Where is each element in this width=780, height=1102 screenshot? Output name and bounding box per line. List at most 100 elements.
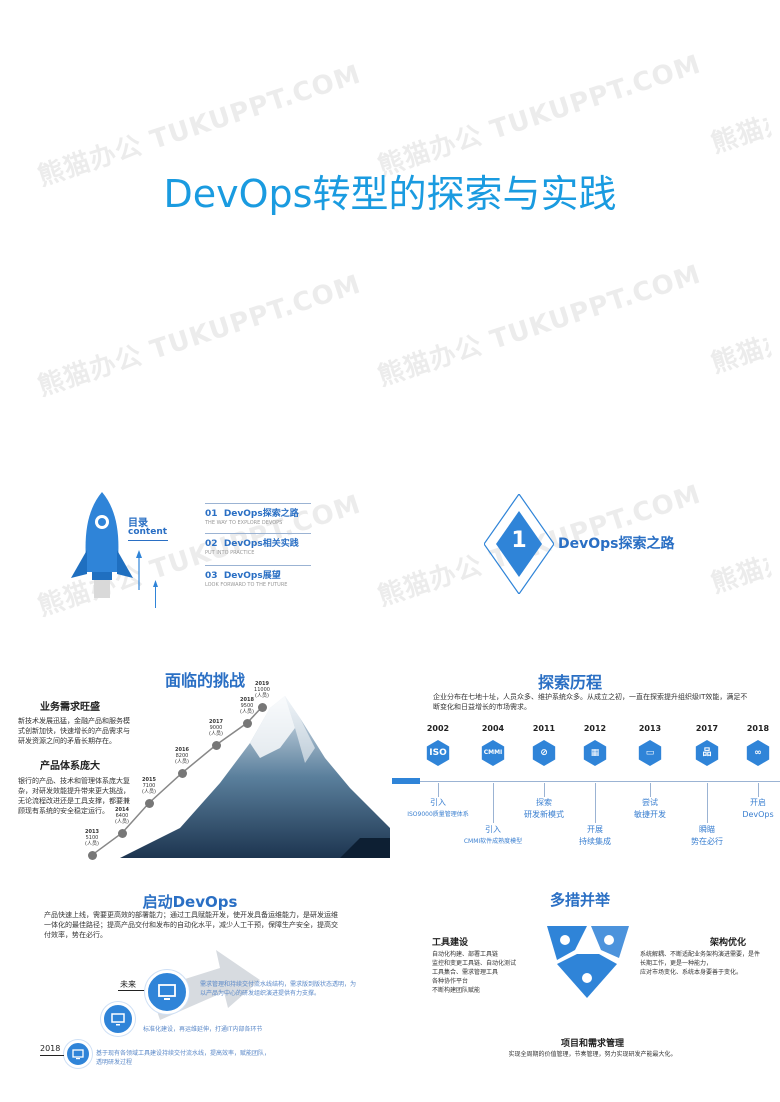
timeline-label-verb: 尝试 xyxy=(642,798,658,807)
timeline-label: 探索研发新模式 xyxy=(504,797,584,821)
toc-subtitle: content xyxy=(128,527,168,537)
milestone-l2: (人员) xyxy=(115,819,129,825)
year-line xyxy=(40,1055,64,1056)
timeline-icon: ISO xyxy=(426,740,450,766)
milestone-year: 2015 xyxy=(142,777,156,783)
toc-item-sub: LOOK FORWARD TO THE FUTURE xyxy=(205,582,288,588)
milestone-year: 2013 xyxy=(85,829,99,835)
toc-title: 目录 xyxy=(128,518,148,529)
milestone-l2: (人员) xyxy=(255,693,269,699)
toc-divider xyxy=(128,540,168,541)
rocket-icon xyxy=(65,490,140,610)
history-title: 探索历程 xyxy=(537,673,602,692)
timeline-year: 2012 xyxy=(583,724,607,733)
timeline-icon: CMMI xyxy=(481,740,505,766)
launch-title: 启动DevOps xyxy=(142,893,238,911)
timeline-label-verb: 开展 xyxy=(587,825,603,834)
milestone-dot xyxy=(243,719,252,728)
milestone-l2: (人员) xyxy=(175,759,189,765)
block2-text: 银行的产品、技术和管理体系庞大复杂，对研发效能提升带来更大挑战，无论流程改进还是… xyxy=(18,777,130,815)
monitor-icon xyxy=(101,1002,135,1036)
toc-item-02[interactable]: 02 DevOps相关实践 PUT INTO PRACTICE xyxy=(205,533,311,556)
timeline-connector xyxy=(493,783,494,823)
toc-item-03[interactable]: 03 DevOps展望 LOOK FORWARD TO THE FUTURE xyxy=(205,565,311,588)
timeline-label-object: 势在必行 xyxy=(691,837,723,846)
timeline-icon: ▭ xyxy=(638,740,662,766)
cycle-diagram xyxy=(543,920,633,1004)
block1-text: 新技术发展迅猛，金融产品和服务模式创新加快，快速增长的产品需求与研发资源之间的矛… xyxy=(18,717,130,745)
timeline-label-verb: 探索 xyxy=(536,798,552,807)
watermark: 熊猫办公 TUKUPPT.COM xyxy=(706,107,775,161)
milestone-dot xyxy=(88,851,97,860)
timeline-label-object: DevOps xyxy=(742,810,774,819)
toc-item-01[interactable]: 01 DevOps探索之路 THE WAY TO EXPLORE DEVOPS xyxy=(205,503,311,526)
step2-text: 标准化建设，再运维延伸，打通IT内部各环节 xyxy=(143,1026,263,1033)
milestone-l2: (人员) xyxy=(209,731,223,737)
section-label: DevOps探索之路 xyxy=(558,536,675,552)
milestone-l1: 6400 xyxy=(115,813,129,819)
block1-title: 业务需求旺盛 xyxy=(40,702,100,713)
toc-item-sub: PUT INTO PRACTICE xyxy=(205,550,255,556)
milestone-dot xyxy=(258,703,267,712)
milestone-year: 2019 xyxy=(255,681,269,687)
timeline-connector xyxy=(438,783,439,797)
milestone-year: 2018 xyxy=(240,697,254,703)
toc-item-sub: THE WAY TO EXPLORE DEVOPS xyxy=(205,520,283,526)
proj-text: 实现全周期的价值管理，节奏管理，努力实现研发产能最大化。 xyxy=(508,1051,677,1058)
proj-title: 项目和需求管理 xyxy=(560,1039,624,1049)
timeline-label: 尝试敏捷开发 xyxy=(610,797,690,821)
step1-text: 基于现有各领域工具建设持续交付流水线，提高效率，赋能团队，透明研发过程 xyxy=(96,1050,271,1066)
watermark: 熊猫办公 TUKUPPT.COM xyxy=(374,259,705,393)
milestone-year: 2016 xyxy=(175,747,189,753)
future-label: 未来 xyxy=(120,980,136,989)
milestone-dot xyxy=(212,741,221,750)
timeline-connector xyxy=(758,783,759,797)
timeline-connector xyxy=(707,783,708,823)
timeline-arrow-icon xyxy=(392,778,420,784)
page-title: DevOps转型的探索与实践 xyxy=(163,172,617,216)
timeline-label-verb: 引入 xyxy=(430,798,446,807)
timeline-icon: ▦ xyxy=(583,740,607,766)
milestone-l1: 9500 xyxy=(240,703,254,709)
milestone-l1: 11000 xyxy=(254,687,270,693)
timeline-label-object: 研发新模式 xyxy=(524,810,564,819)
small-arrow-icon xyxy=(136,550,142,594)
milestone-l1: 8200 xyxy=(175,753,189,759)
year-label: 2018 xyxy=(40,1044,61,1053)
tool-text: 自动化构建、部署工具链 监控和变更工具链、自动化测试 工具集合、需求管理工具 各… xyxy=(432,951,517,994)
timeline-label-object: 持续集成 xyxy=(579,837,611,846)
timeline-connector xyxy=(595,783,596,823)
history-intro: 企业分布在七地十址，人员众多、维护系统众多。从成立之初，一直在探索提升组织级IT… xyxy=(433,693,748,711)
section-diamond xyxy=(483,492,555,598)
timeline-label-verb: 瞬瞄 xyxy=(699,825,715,834)
toc-item-label: DevOps相关实践 xyxy=(223,539,299,549)
timeline-icon: 品 xyxy=(695,740,719,766)
milestone-l2: (人员) xyxy=(85,841,99,847)
milestone-l1: 7100 xyxy=(142,783,156,789)
timeline-year: 2017 xyxy=(695,724,719,733)
watermark: 熊猫办公 TUKUPPT.COM xyxy=(706,327,775,381)
toc-item-number: 03 xyxy=(205,571,218,581)
small-arrow-icon xyxy=(153,580,158,612)
milestone-dot xyxy=(118,829,127,838)
timeline-year: 2002 xyxy=(426,724,450,733)
launch-intro: 产品快速上线，需要更高效的部署能力；通过工具赋能开发，使开发具备运维能力，是研发… xyxy=(44,911,338,939)
timeline-icon: ∞ xyxy=(746,740,770,766)
toc-item-number: 02 xyxy=(205,539,218,549)
milestone-l2: (人员) xyxy=(240,709,254,715)
step3-text: 需求管理和持续交付流水线结构，需求版到版状态透明，为以产品为中心的研发组织演进提… xyxy=(200,981,357,997)
timeline-label: 瞬瞄势在必行 xyxy=(667,824,747,848)
timeline-axis xyxy=(392,781,780,782)
toc-item-label: DevOps展望 xyxy=(223,571,281,581)
timeline-label: 开展持续集成 xyxy=(555,824,635,848)
